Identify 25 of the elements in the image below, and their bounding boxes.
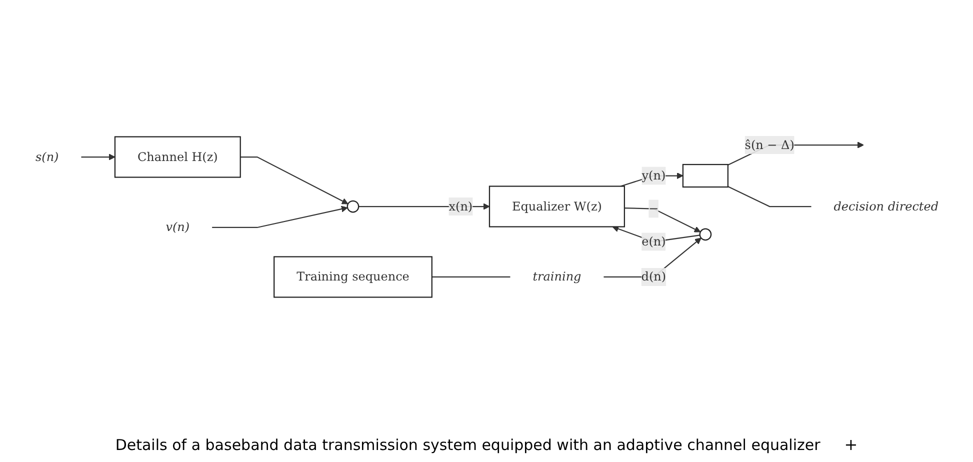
edge-label: d(n) xyxy=(640,269,666,284)
node-circle xyxy=(346,200,359,213)
node-circle xyxy=(698,228,712,241)
edge-label: x(n) xyxy=(448,199,472,214)
arrow xyxy=(240,156,348,204)
node-text: training xyxy=(532,269,581,284)
arrow xyxy=(624,208,700,232)
edge-label: − xyxy=(648,201,658,216)
connector xyxy=(727,186,811,208)
node-box: Channel H(z) xyxy=(114,136,240,178)
arrow xyxy=(358,203,490,210)
node-box: Equalizer W(z) xyxy=(488,186,624,228)
connector xyxy=(431,276,510,278)
node-box: Training sequence xyxy=(273,256,432,298)
arrow xyxy=(80,154,115,160)
node-text: decision directed xyxy=(833,199,938,214)
node-text: v(n) xyxy=(165,220,190,234)
edge-label: ŝ(n − Δ) xyxy=(744,138,794,152)
node-box xyxy=(682,164,728,188)
node-text: s(n) xyxy=(34,150,58,164)
arrow xyxy=(212,206,348,228)
edge-label: y(n) xyxy=(641,168,666,183)
sign-label: + xyxy=(844,435,858,454)
edge-label: e(n) xyxy=(641,234,666,248)
caption: Details of a baseband data transmission system equipped with an adaptive channel equalizer xyxy=(115,436,820,454)
